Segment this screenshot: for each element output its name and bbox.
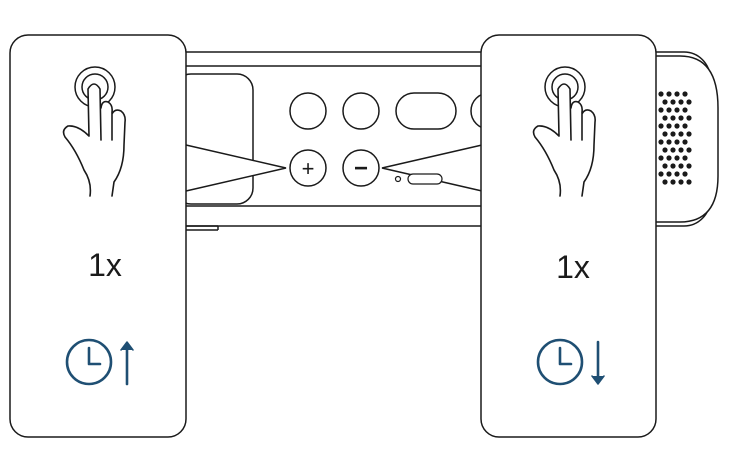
speaker-hole — [682, 155, 688, 161]
device-speaker-cap — [654, 55, 719, 223]
speaker-hole — [670, 147, 676, 153]
clock-icon — [536, 338, 584, 386]
speaker-hole — [658, 171, 664, 177]
speaker-hole — [658, 155, 664, 161]
tapping-hand-icon — [532, 83, 596, 197]
speaker-hole — [674, 171, 680, 177]
speaker-hole — [670, 115, 676, 121]
speaker-hole — [678, 131, 684, 137]
callout-wedge-right — [381, 144, 483, 192]
speaker-hole — [662, 147, 668, 153]
plus-button[interactable] — [289, 149, 327, 187]
speaker-hole — [662, 99, 668, 105]
speaker-hole — [686, 163, 692, 169]
status-led — [394, 175, 402, 183]
device-button-pill-1[interactable] — [395, 92, 457, 130]
clock-arrow-up-icon — [65, 338, 134, 386]
clock-arrow-down-icon — [536, 338, 605, 386]
speaker-hole — [686, 179, 692, 185]
speaker-hole — [682, 139, 688, 145]
device-indicators — [394, 173, 443, 185]
tapping-hand-icon — [62, 83, 126, 197]
speaker-hole — [678, 179, 684, 185]
speaker-hole — [670, 131, 676, 137]
right-panel-card — [480, 34, 657, 438]
callout-wedges — [185, 144, 483, 192]
speaker-hole — [686, 99, 692, 105]
speaker-hole — [658, 123, 664, 129]
speaker-hole — [662, 115, 668, 121]
speaker-hole — [678, 99, 684, 105]
speaker-hole — [658, 107, 664, 113]
speaker-hole — [662, 163, 668, 169]
left-panel-card — [9, 34, 187, 438]
minus-button-symbol: − — [354, 155, 368, 182]
left-instruction-panel: 1x — [9, 34, 187, 438]
speaker-hole — [666, 155, 672, 161]
speaker-hole — [674, 123, 680, 129]
plus-button-symbol: + — [302, 156, 315, 181]
device-button-round-2[interactable] — [342, 92, 380, 130]
callout-wedge-left — [185, 144, 287, 192]
device-button-round-1[interactable] — [289, 92, 327, 130]
device-plus-minus: + − — [289, 149, 380, 187]
speaker-hole — [678, 115, 684, 121]
minus-button[interactable] — [342, 149, 380, 187]
speaker-hole — [662, 131, 668, 137]
speaker-hole — [670, 163, 676, 169]
speaker-hole — [666, 107, 672, 113]
speaker-hole — [666, 139, 672, 145]
speaker-hole — [682, 123, 688, 129]
speaker-hole — [686, 115, 692, 121]
speaker-hole — [682, 91, 688, 97]
speaker-hole — [674, 91, 680, 97]
speaker-hole — [658, 139, 664, 145]
speaker-hole — [674, 107, 680, 113]
speaker-hole — [674, 139, 680, 145]
speaker-hole — [666, 123, 672, 129]
usb-port — [407, 173, 443, 185]
right-press-count: 1x — [556, 249, 590, 285]
clock-icon — [65, 338, 113, 386]
speaker-hole — [678, 163, 684, 169]
speaker-hole — [666, 171, 672, 177]
speaker-hole — [670, 99, 676, 105]
speaker-hole — [670, 179, 676, 185]
speaker-hole — [678, 147, 684, 153]
speaker-hole — [686, 131, 692, 137]
speaker-hole — [682, 107, 688, 113]
speaker-hole — [662, 179, 668, 185]
speaker-hole — [674, 155, 680, 161]
speaker-hole — [666, 91, 672, 97]
left-press-count: 1x — [88, 247, 122, 283]
speaker-hole — [686, 147, 692, 153]
speaker-hole — [658, 91, 664, 97]
speaker-grille — [658, 91, 692, 185]
right-instruction-panel: 1x — [480, 34, 657, 438]
speaker-hole — [682, 171, 688, 177]
